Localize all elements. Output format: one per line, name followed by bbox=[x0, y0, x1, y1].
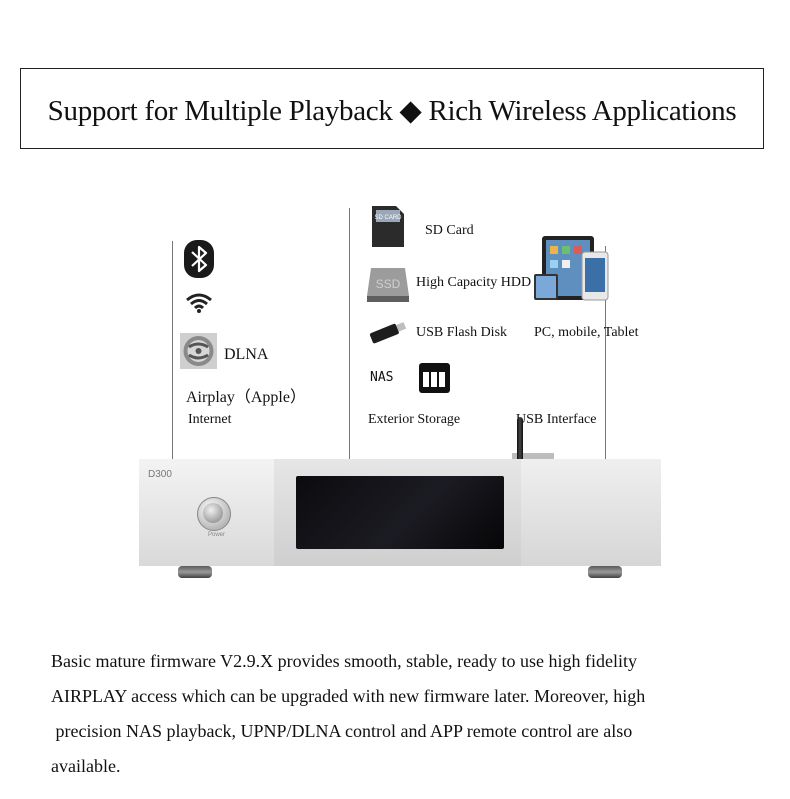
description-line-2: AIRPLAY access which can be upgraded wit… bbox=[51, 686, 646, 706]
hdd-label: High Capacity HDD bbox=[416, 275, 532, 290]
description-line-1: Basic mature firmware V2.9.X provides sm… bbox=[51, 651, 638, 671]
internet-label: Internet bbox=[188, 412, 232, 427]
antenna-icon bbox=[517, 417, 523, 463]
device-foot-right bbox=[588, 566, 622, 578]
dlna-label: DLNA bbox=[224, 346, 269, 363]
device-model-label: D300 bbox=[148, 469, 172, 480]
nas-text: NAS bbox=[370, 370, 394, 385]
sd-card-chip-text: SD CARD bbox=[374, 215, 402, 221]
title-box: Support for Multiple Playback ◆ Rich Wir… bbox=[20, 68, 764, 149]
device-right-panel bbox=[521, 459, 661, 566]
power-knob-label: Power bbox=[208, 532, 226, 538]
description-line-4: available. bbox=[51, 756, 121, 776]
usb-flash-label: USB Flash Disk bbox=[416, 325, 508, 340]
power-knob-center bbox=[203, 503, 223, 523]
sd-card-icon: SD CARD bbox=[370, 204, 406, 249]
hdd-icon: SSD bbox=[365, 264, 411, 304]
hdd-chip-text: SSD bbox=[376, 277, 401, 291]
nas-icon bbox=[419, 363, 450, 393]
bluetooth-icon bbox=[184, 240, 214, 278]
connector-line-left bbox=[172, 241, 173, 459]
connector-line-right bbox=[605, 246, 606, 459]
antenna-base bbox=[512, 453, 554, 461]
page-title: Support for Multiple Playback ◆ Rich Wir… bbox=[47, 95, 737, 127]
airplay-label: Airplay（Apple） bbox=[186, 389, 306, 406]
usb-flash-icon bbox=[366, 317, 408, 347]
usb-interface-label: USB Interface bbox=[516, 412, 597, 427]
wifi-icon bbox=[185, 292, 213, 314]
exterior-storage-label: Exterior Storage bbox=[368, 412, 461, 427]
product-device: D300 Power bbox=[139, 459, 661, 566]
sd-card-label: SD Card bbox=[425, 223, 474, 238]
device-foot-left bbox=[178, 566, 212, 578]
dlna-icon bbox=[180, 333, 217, 369]
tablet-phone-icon bbox=[532, 234, 612, 304]
pc-mobile-tablet-label: PC, mobile, Tablet bbox=[534, 325, 639, 340]
connector-line-middle bbox=[349, 208, 350, 459]
device-display bbox=[296, 476, 504, 549]
description-line-3: precision NAS playback, UPNP/DLNA contro… bbox=[51, 721, 633, 741]
